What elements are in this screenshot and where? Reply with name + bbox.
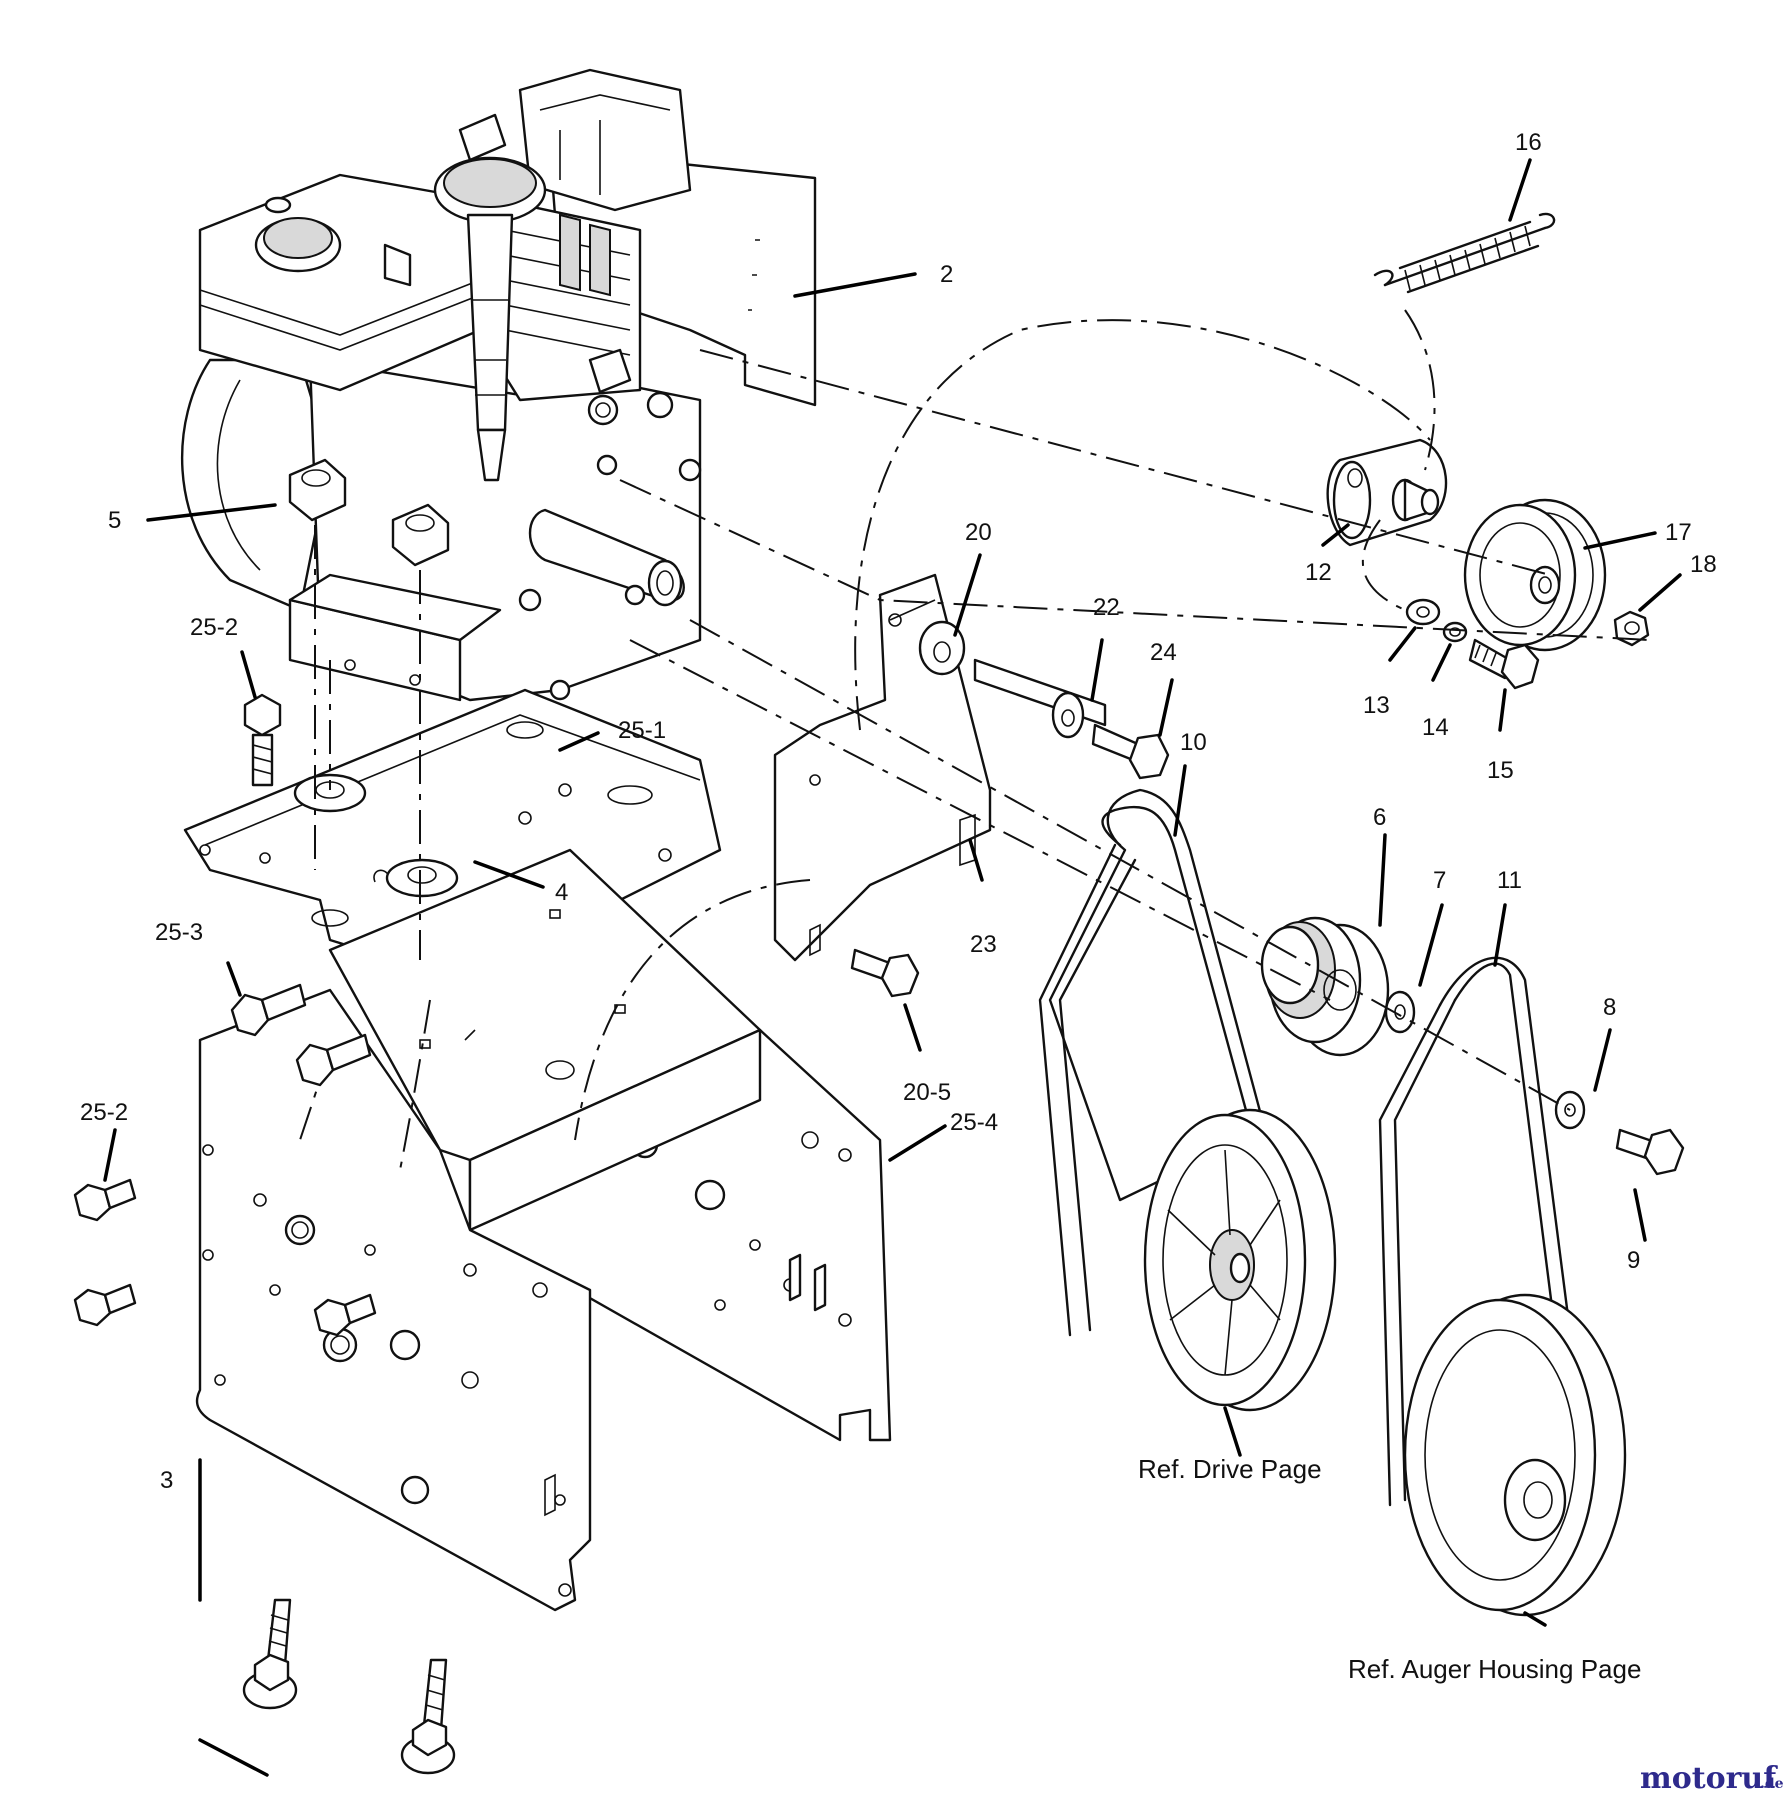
engine-pulley [1260, 916, 1685, 1176]
leader-lines [103, 158, 1682, 1777]
frame-fasteners [73, 693, 459, 1775]
callout-25-1: 25-1 [618, 717, 666, 744]
callout-labels: 2 5 4 25-2 25-1 25-3 25-2 25-4 3 20 22 2… [80, 129, 1717, 1494]
callout-15: 15 [1487, 757, 1514, 784]
callout-5: 5 [108, 507, 121, 534]
spring [1373, 212, 1556, 294]
callout-12: 12 [1305, 559, 1332, 586]
callout-25-2-top: 25-2 [190, 614, 238, 641]
callout-25-3: 25-3 [155, 919, 203, 946]
callout-25-2-bottom: 25-2 [80, 1099, 128, 1126]
callout-20-5: 20-5 [903, 1079, 951, 1106]
idler-arm [1326, 438, 1650, 690]
callout-10: 10 [1180, 729, 1207, 756]
callout-3: 3 [160, 1467, 173, 1494]
drive-belt-and-pulley [1038, 788, 1337, 1412]
callout-6: 6 [1373, 804, 1386, 831]
frame [195, 848, 892, 1612]
engine [180, 68, 817, 732]
auger-belt-and-pulley [1378, 956, 1627, 1617]
watermark-suffix: .de [1760, 1776, 1784, 1792]
callout-13: 13 [1363, 692, 1390, 719]
callout-4: 4 [555, 879, 568, 906]
callout-7: 7 [1433, 867, 1446, 894]
callout-16: 16 [1515, 129, 1542, 156]
callout-11: 11 [1497, 867, 1522, 894]
ref-drive-page: Ref. Drive Page [1138, 1454, 1322, 1484]
callout-8: 8 [1603, 994, 1616, 1021]
watermark-brand: motoruf [1640, 1761, 1778, 1796]
callout-2: 2 [940, 261, 953, 288]
callout-25-4: 25-4 [950, 1109, 998, 1136]
callout-20: 20 [965, 519, 992, 546]
callout-23: 23 [970, 931, 997, 958]
assembly-centerlines [314, 309, 1651, 1141]
callout-17: 17 [1665, 519, 1692, 546]
ref-auger-housing-page: Ref. Auger Housing Page [1348, 1654, 1641, 1684]
bracket-hardware [850, 620, 1170, 998]
callout-24: 24 [1150, 639, 1177, 666]
callout-14: 14 [1422, 714, 1449, 741]
callout-9: 9 [1627, 1247, 1640, 1274]
callout-22: 22 [1093, 594, 1120, 621]
callout-18: 18 [1690, 551, 1717, 578]
